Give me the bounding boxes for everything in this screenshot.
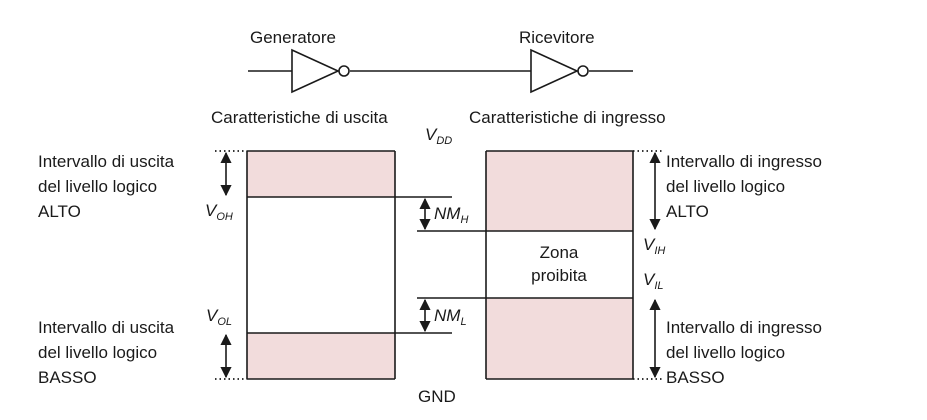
svg-text:Zona: Zona	[540, 243, 579, 262]
input-low-range-box	[486, 298, 633, 379]
output-low-range-box	[247, 333, 395, 379]
input-low-range-label: Intervallo di ingresso del livello logic…	[666, 318, 822, 387]
input-high-range-label: Intervallo di ingresso del livello logic…	[666, 152, 822, 221]
svg-text:Intervallo di ingresso: Intervallo di ingresso	[666, 152, 822, 171]
output-high-range-label: Intervallo di uscita del livello logico …	[38, 152, 175, 221]
vih-label: VIH	[643, 235, 665, 257]
svg-text:del livello logico: del livello logico	[666, 343, 785, 362]
output-high-range-box	[247, 151, 395, 197]
receiver-inverter-icon	[530, 48, 589, 94]
input-characteristics-label: Caratteristiche di ingresso	[469, 108, 666, 127]
generator-label: Generatore	[250, 28, 336, 47]
svg-text:del livello logico: del livello logico	[38, 177, 157, 196]
svg-text:del livello logico: del livello logico	[38, 343, 157, 362]
gnd-label: GND	[418, 387, 456, 406]
output-low-range-label: Intervallo di uscita del livello logico …	[38, 318, 175, 387]
nml-label: NML	[434, 306, 467, 328]
receiver-label: Ricevitore	[519, 28, 595, 47]
vol-label: VOL	[206, 306, 232, 328]
output-column	[246, 150, 452, 380]
svg-text:BASSO: BASSO	[666, 368, 725, 387]
rail-dotted-lines	[215, 150, 663, 380]
forbidden-zone-label: Zona proibita	[531, 243, 587, 285]
output-characteristics-label: Caratteristiche di uscita	[211, 108, 388, 127]
nmh-label: NMH	[434, 204, 468, 226]
vil-label: VIL	[643, 270, 664, 292]
svg-text:Intervallo di uscita: Intervallo di uscita	[38, 318, 175, 337]
svg-text:proibita: proibita	[531, 266, 587, 285]
input-column	[417, 150, 634, 380]
generator-inverter-icon	[291, 48, 350, 94]
voh-label: VOH	[205, 201, 233, 223]
vdd-label: VDD	[425, 125, 452, 147]
svg-text:del livello logico: del livello logico	[666, 177, 785, 196]
svg-text:ALTO: ALTO	[666, 202, 709, 221]
svg-text:ALTO: ALTO	[38, 202, 81, 221]
svg-text:Intervallo di uscita: Intervallo di uscita	[38, 152, 175, 171]
svg-text:BASSO: BASSO	[38, 368, 97, 387]
input-high-range-box	[486, 151, 633, 231]
svg-text:Intervallo di ingresso: Intervallo di ingresso	[666, 318, 822, 337]
